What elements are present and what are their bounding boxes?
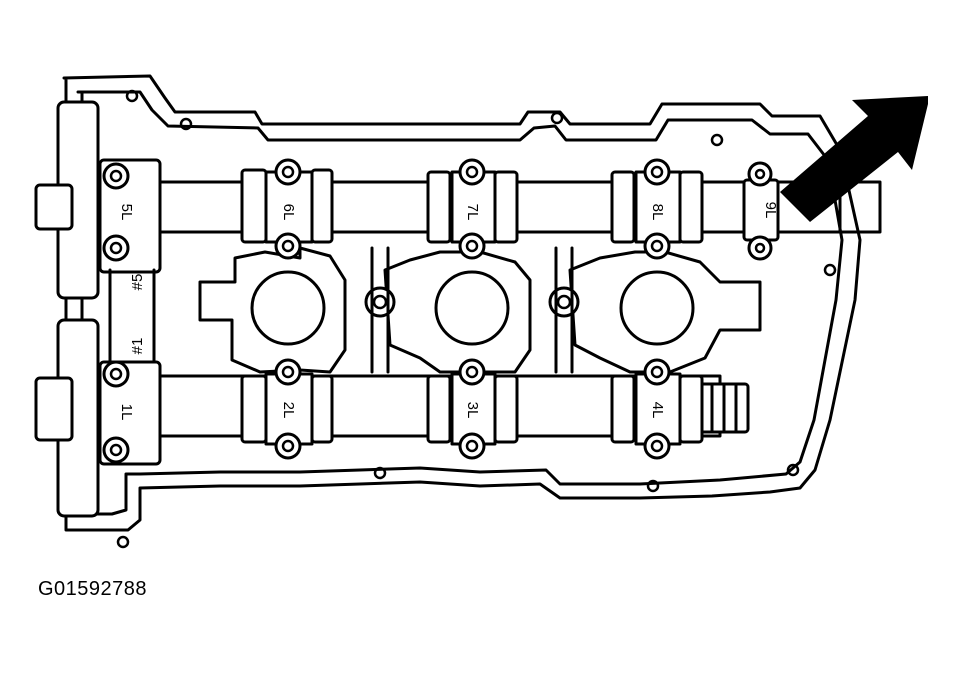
spark-plug-towers <box>198 246 762 374</box>
timing-end-plate <box>34 100 162 518</box>
cylinder-label-5: #5 <box>129 274 146 291</box>
cap-labels: 5L 6L 7L 8L 9L 1L 2L 3L 4L #5 #1 <box>118 202 779 421</box>
figure-id: G01592788 <box>38 578 148 600</box>
arrow-pointer-icon <box>780 96 928 222</box>
cap-label-1l: 1L <box>118 404 135 421</box>
cap-label-9l: 9L <box>762 202 779 219</box>
cap-label-2l: 2L <box>280 402 297 419</box>
cap-bolts <box>102 158 773 464</box>
cap-label-8l: 8L <box>649 204 666 221</box>
cap-label-6l: 6L <box>280 204 297 221</box>
lower-camshaft <box>158 372 750 446</box>
cap-label-3l: 3L <box>464 402 481 419</box>
cap-label-4l: 4L <box>649 402 666 419</box>
cylinder-label-1: #1 <box>129 338 146 355</box>
cap-label-5l: 5L <box>118 204 135 221</box>
cylinder-head-outline <box>62 74 862 549</box>
cap-label-7l: 7L <box>464 204 481 221</box>
